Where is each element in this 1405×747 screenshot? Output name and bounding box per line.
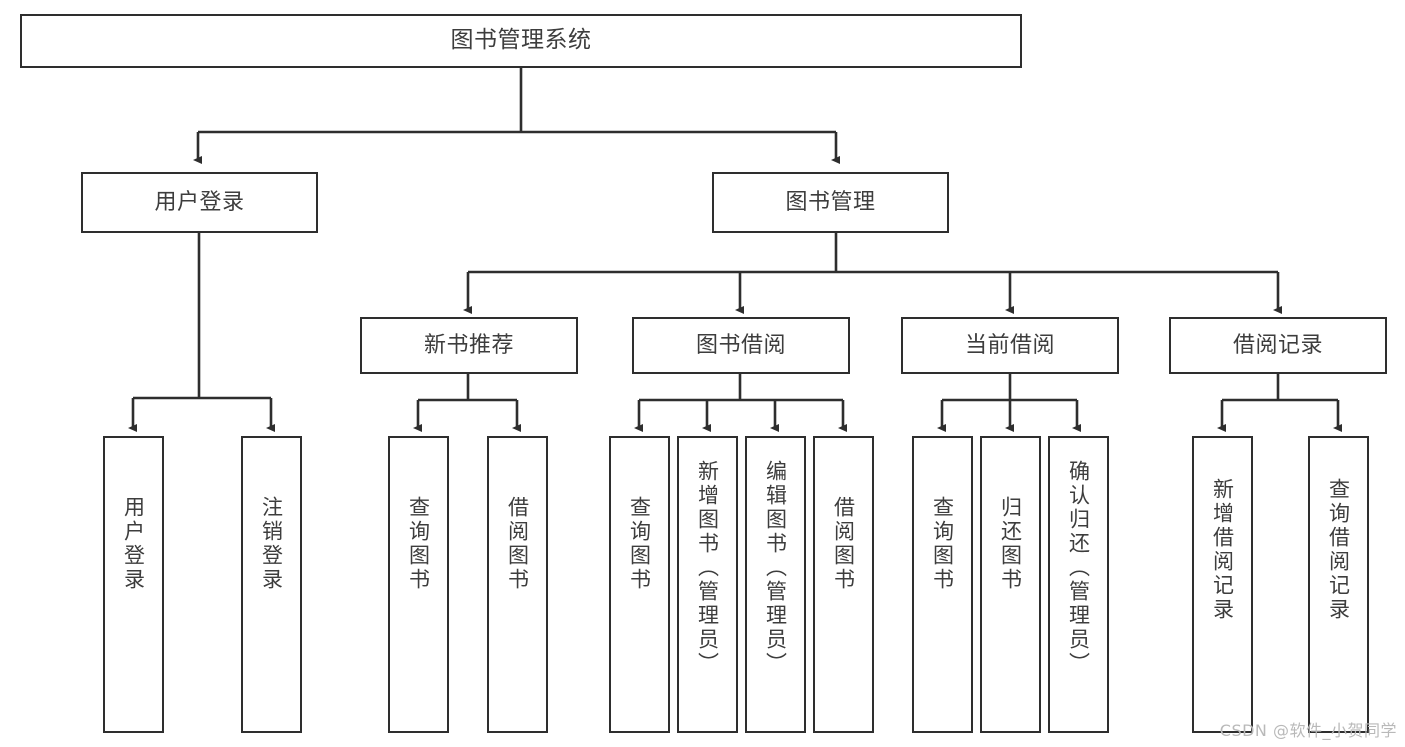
node-label: 确认归还（管理员） — [1066, 460, 1091, 676]
node-borrow-record[interactable]: 借阅记录 — [1169, 317, 1387, 374]
node-user-login[interactable]: 用户登录 — [81, 172, 318, 233]
leaf-book-borrow-query-book[interactable]: 查询图书 — [609, 436, 670, 733]
node-book-management[interactable]: 图书管理 — [712, 172, 949, 233]
leaf-current-borrow-confirm-return-admin[interactable]: 确认归还（管理员） — [1048, 436, 1109, 733]
watermark-text: CSDN @软件_小贺同学 — [1219, 721, 1397, 740]
leaf-borrow-record-query-record[interactable]: 查询借阅记录 — [1308, 436, 1369, 733]
node-label: 查询图书 — [406, 496, 431, 592]
node-current-borrow[interactable]: 当前借阅 — [901, 317, 1119, 374]
node-label: 新增借阅记录 — [1210, 478, 1235, 622]
node-label: 注销登录 — [259, 496, 284, 592]
node-label: 借阅图书 — [831, 496, 856, 592]
node-label: 用户登录 — [121, 496, 146, 592]
leaf-book-borrow-borrow-book[interactable]: 借阅图书 — [813, 436, 874, 733]
leaf-borrow-record-add-record[interactable]: 新增借阅记录 — [1192, 436, 1253, 733]
node-label: 图书借阅 — [695, 332, 786, 358]
leaf-new-book-borrow-book[interactable]: 借阅图书 — [487, 436, 548, 733]
node-book-borrow[interactable]: 图书借阅 — [632, 317, 850, 374]
node-label: 当前借阅 — [964, 332, 1055, 358]
node-label: 查询借阅记录 — [1326, 478, 1351, 622]
leaf-user-login-logout[interactable]: 注销登录 — [241, 436, 302, 733]
leaf-user-login-login[interactable]: 用户登录 — [103, 436, 164, 733]
node-label: 借阅记录 — [1232, 332, 1323, 358]
node-label: 图书管理 — [785, 189, 876, 215]
leaf-new-book-query-book[interactable]: 查询图书 — [388, 436, 449, 733]
node-label: 编辑图书（管理员） — [763, 460, 788, 676]
node-label: 用户登录 — [154, 189, 245, 215]
leaf-book-borrow-edit-book-admin[interactable]: 编辑图书（管理员） — [745, 436, 806, 733]
leaf-book-borrow-add-book-admin[interactable]: 新增图书（管理员） — [677, 436, 738, 733]
node-label: 图书管理系统 — [450, 27, 592, 54]
node-label: 新增图书（管理员） — [695, 460, 720, 676]
node-label: 新书推荐 — [423, 332, 514, 358]
node-label: 查询图书 — [930, 496, 955, 592]
node-root-book-management-system[interactable]: 图书管理系统 — [20, 14, 1022, 68]
node-label: 归还图书 — [998, 496, 1023, 592]
node-label: 借阅图书 — [505, 496, 530, 592]
leaf-current-borrow-return-book[interactable]: 归还图书 — [980, 436, 1041, 733]
leaf-current-borrow-query-book[interactable]: 查询图书 — [912, 436, 973, 733]
node-new-book-recommend[interactable]: 新书推荐 — [360, 317, 578, 374]
node-label: 查询图书 — [627, 496, 652, 592]
